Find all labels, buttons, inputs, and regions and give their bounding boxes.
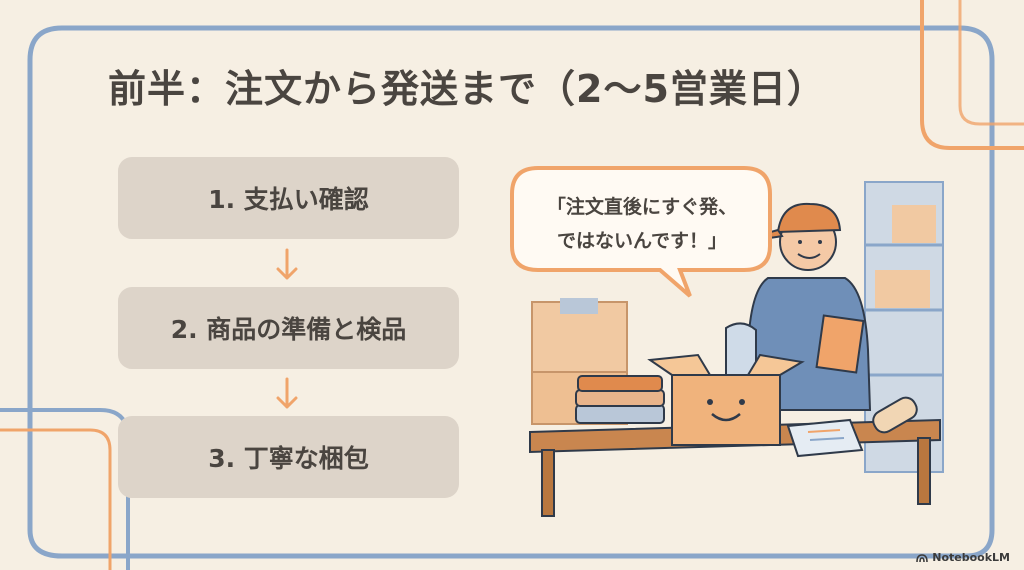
page-title: 前半：注文から発送まで（2〜5営業日） bbox=[108, 67, 826, 111]
rolled-material bbox=[872, 396, 918, 434]
step-payment-confirmation: 1. 支払い確認 bbox=[118, 157, 459, 239]
orange-corner-line-2 bbox=[958, 0, 1024, 126]
shelf-illustration bbox=[864, 181, 944, 473]
orange-corner-line-3 bbox=[0, 428, 112, 570]
brand-label: NotebookLM bbox=[932, 551, 1010, 564]
speech-line-2: ではないんです！」 bbox=[556, 230, 728, 252]
blue-frame-line bbox=[27, 25, 995, 559]
orange-corner-line bbox=[920, 0, 1024, 150]
speech-bubble bbox=[510, 166, 772, 298]
step-careful-packing: 3. 丁寧な梱包 bbox=[118, 416, 459, 498]
arrow-down-icon bbox=[276, 377, 298, 409]
speech-line-1: 「注文直後にすぐ発、 bbox=[546, 196, 738, 218]
worker-illustration bbox=[529, 181, 944, 517]
tablet-checklist bbox=[786, 418, 864, 458]
step-product-preparation: 2. 商品の準備と検品 bbox=[118, 287, 459, 369]
smiling-box bbox=[647, 322, 805, 446]
folded-clothes bbox=[575, 375, 665, 424]
speech-bubble-text: 「注文直後にすぐ発、 ではないんです！」 bbox=[522, 190, 762, 258]
notebooklm-logo-icon bbox=[916, 553, 929, 562]
arrow-down-icon bbox=[276, 248, 298, 280]
brand-watermark: NotebookLM bbox=[916, 551, 1010, 564]
